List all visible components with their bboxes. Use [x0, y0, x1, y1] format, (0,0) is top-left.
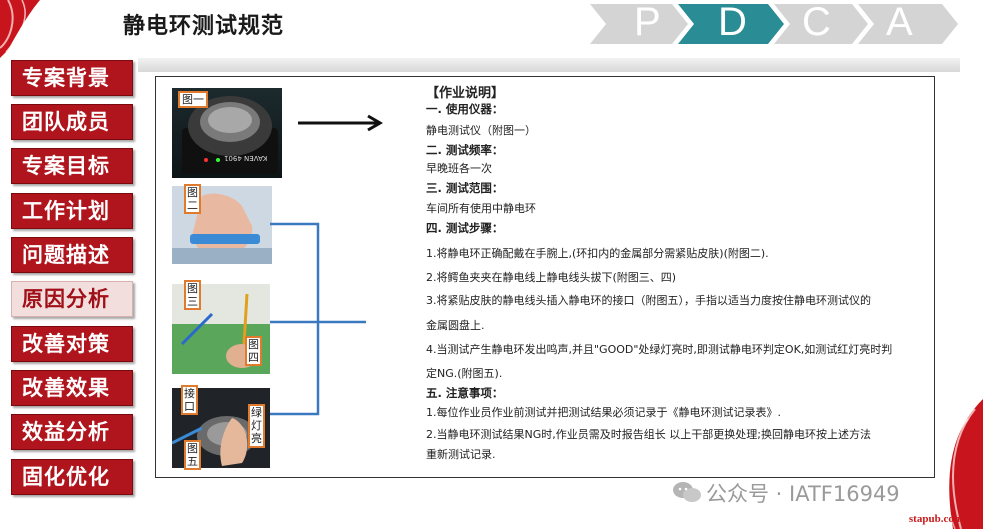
figure-label-1: 图一	[178, 91, 208, 108]
figure-label-green-light: 绿灯亮	[248, 404, 265, 448]
figure-label-connector: 接口	[181, 385, 198, 415]
section-4-title: 四. 测试步骤：	[426, 221, 504, 235]
note-2-line-1: 2.当静电环测试结果NG时,作业员需及时报告组长 以上干部更换处理;换回静电环按…	[426, 428, 871, 441]
section-3-body: 车间所有使用中静电环	[426, 202, 536, 215]
pdca-letter-a: A	[886, 0, 913, 44]
section-2-title: 二. 测试频率：	[426, 143, 504, 157]
note-1: 1.每位作业员作业前测试并把测试结果必须记录于《静电环测试记录表》.	[426, 406, 781, 419]
nav-item-cause-analysis[interactable]: 原因分析	[11, 281, 133, 317]
pdca-indicator: P D C A	[590, 0, 960, 44]
nav-item-effect[interactable]: 改善效果	[11, 370, 133, 406]
note-2-line-2: 重新测试记录.	[426, 448, 496, 461]
section-1-body: 静电测试仪（附图一）	[426, 124, 536, 137]
nav-item-goal[interactable]: 专案目标	[11, 148, 133, 184]
nav-item-team[interactable]: 团队成员	[11, 104, 133, 140]
pdca-step-c-shape	[774, 4, 868, 44]
section-3-title: 三. 测试范围：	[426, 181, 504, 195]
site-watermark: stapub.com	[908, 513, 963, 525]
nav-item-background[interactable]: 专案背景	[11, 60, 133, 96]
figure-label-4: 图四	[245, 336, 262, 366]
nav-item-benefit[interactable]: 效益分析	[11, 414, 133, 450]
nav-item-countermeasure[interactable]: 改善对策	[11, 326, 133, 362]
step-3-line-1: 3.将紧贴皮肤的静电线头插入静电环的接口（附图五），手指以适当力度按住静电环测试…	[426, 294, 871, 307]
step-2: 2.将鳄鱼夹夹在静电线上静电线头拔下(附图三、四)	[426, 271, 677, 284]
step-4-line-1: 4.当测试产生静电环发出鸣声,并且"GOOD"处绿灯亮时,即测试静电环判定OK,…	[426, 343, 893, 356]
pdca-step-d-shape	[678, 4, 784, 44]
section-2-body: 早晚班各一次	[426, 162, 492, 175]
header-divider-bar	[138, 58, 960, 72]
nav-item-problem[interactable]: 问题描述	[11, 237, 133, 273]
figure-label-5: 图五	[184, 440, 201, 470]
bracket-connector-lines	[270, 222, 366, 416]
content-panel	[155, 76, 935, 478]
wechat-icon	[673, 482, 701, 502]
ribbon-decoration-top-left	[0, 0, 40, 58]
watermark-text: 公众号 · IATF16949	[706, 482, 900, 506]
photo-connector-test	[172, 388, 270, 468]
pdca-step-a-shape	[858, 4, 958, 44]
page-title: 静电环测试规范	[123, 14, 285, 39]
nav-item-plan[interactable]: 工作计划	[11, 193, 133, 229]
figure-label-2: 图二	[184, 184, 201, 214]
pdca-letter-p: P	[634, 0, 661, 44]
photo-tester-device: KAVEN 4901	[172, 88, 282, 178]
section-1-title: 一. 使用仪器：	[426, 102, 504, 116]
instructions-header: 【作业说明】	[426, 86, 505, 101]
device-brand-label: KAVEN 4901	[224, 154, 268, 162]
step-1: 1.将静电环正确配戴在手腕上,(环扣内的金属部分需紧贴皮肤)(附图二).	[426, 247, 769, 260]
pdca-letter-c: C	[802, 0, 831, 44]
step-4-line-2: 定NG.(附图五).	[426, 367, 503, 380]
ribbon-decoration-bottom-right	[945, 399, 983, 529]
arrow-right-icon	[298, 114, 383, 132]
section-5-title: 五. 注意事项：	[426, 386, 504, 400]
figure-label-3: 图三	[184, 280, 201, 310]
pdca-step-p-shape	[590, 4, 688, 44]
pdca-letter-d: D	[718, 0, 747, 44]
nav-item-standardize[interactable]: 固化优化	[11, 459, 133, 495]
step-3-line-2: 金属圆盘上.	[426, 319, 485, 332]
